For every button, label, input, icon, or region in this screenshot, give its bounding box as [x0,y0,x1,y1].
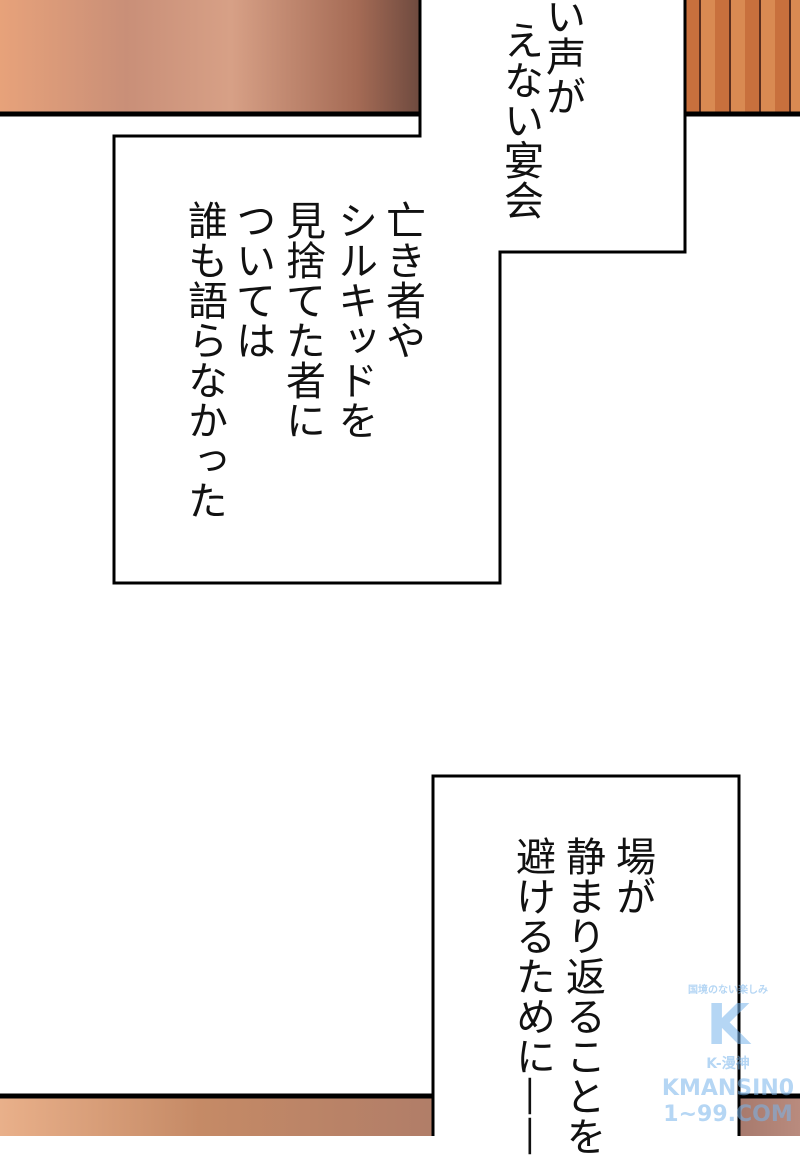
caption-box-outline [112,0,687,585]
caption-middle-line-5: 誰も語らなかった [181,200,227,520]
caption-bottom-line-2: 静まり返ることを [559,836,605,1156]
caption-middle-line-1: 亡き者や [379,200,425,360]
top-right-art-panel [685,0,800,113]
caption-bottom-line-1: 場が [609,836,655,916]
watermark-brand: K-漫神 [706,1056,750,1072]
caption-middle-line-3: 見捨てた者に [279,200,325,440]
top-left-art-panel [0,0,420,113]
caption-middle-line-2: シルキッドを [331,200,377,440]
caption-middle-line-4: ついては [229,200,275,360]
watermark-tagline: 国境のない楽しみ [688,985,768,996]
caption-box-bottom [431,774,741,1136]
watermark-site: KMANSIN01~99.COM [661,1076,795,1127]
caption-top-line-2: えない宴会 [497,20,543,220]
caption-top-line-1: い声が [539,0,585,116]
watermark: 国境のない楽しみ K K-漫神 KMANSIN01~99.COM [656,985,800,1136]
watermark-logo-icon: K [706,993,750,1058]
caption-bottom-line-3: 避けるために—— [509,836,555,1156]
